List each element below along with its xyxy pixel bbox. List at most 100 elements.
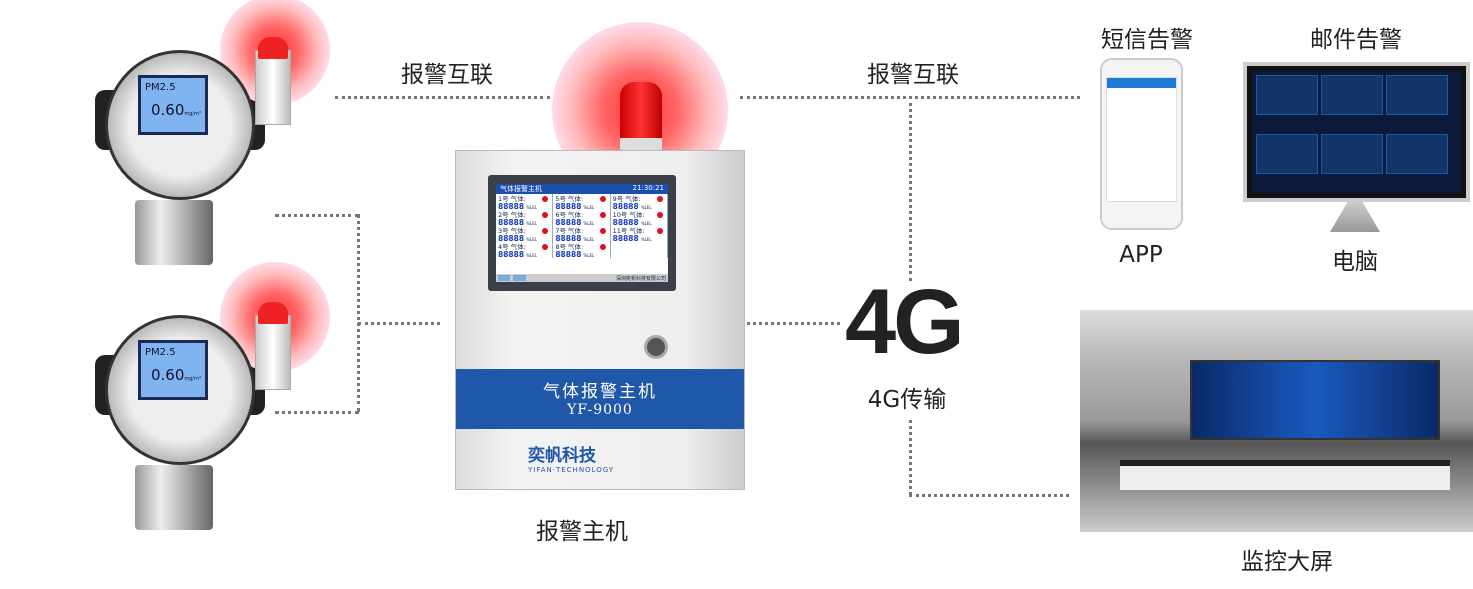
alarm-beacon-icon xyxy=(255,302,291,390)
channel-label: 7号 气体: xyxy=(555,227,584,235)
channel-unit: %LEL xyxy=(526,237,537,242)
channel-value: 88888 xyxy=(555,234,582,243)
channel-value: 88888 xyxy=(498,234,525,243)
alarm-indicator-icon xyxy=(542,228,549,234)
channel-unit: %LEL xyxy=(583,253,595,258)
screen-time: 21:30:21 xyxy=(632,184,664,192)
channel-item: 3号 气体:88888 %LEL xyxy=(498,227,550,243)
connector-line xyxy=(358,322,440,325)
alarm-indicator-icon xyxy=(599,196,606,202)
channel-item: 2号 气体:88888 %LEL xyxy=(498,211,550,227)
reading-unit: mg/m³ xyxy=(184,111,201,117)
channel-item: 7号 气体:88888 %LEL xyxy=(555,227,607,243)
gas-detector-2: PM2.5 0.60mg/m³ xyxy=(95,275,295,535)
host-alarm-beacon-icon xyxy=(620,82,662,150)
channel-item: 9号 气体:88888 %LEL xyxy=(613,195,665,211)
channel-item: 1号 气体:88888 %LEL xyxy=(498,195,550,211)
alarm-indicator-icon xyxy=(542,244,549,250)
channel-label: 10号 气体: xyxy=(612,211,645,219)
channel-item: 4号 气体:88888 %LEL xyxy=(498,243,550,259)
channel-item: 5号 气体:88888 %LEL xyxy=(555,195,607,211)
screen-button[interactable] xyxy=(498,275,511,281)
channel-unit: %LEL xyxy=(526,221,537,226)
link-label-right: 报警互联 xyxy=(867,62,959,88)
big-screen-label: 监控大屏 xyxy=(1241,549,1333,575)
app-label: APP xyxy=(1119,242,1163,268)
channel-label: 6号 气体: xyxy=(555,211,584,219)
connector-line xyxy=(275,411,359,414)
channel-label: 11号 气体: xyxy=(612,227,645,235)
alarm-indicator-icon xyxy=(599,244,606,250)
channel-item: 8号 气体:88888 %LEL xyxy=(555,243,607,259)
alarm-indicator-icon xyxy=(599,212,606,218)
channel-label: 3号 气体: xyxy=(498,227,526,235)
channel-label: 4号 气体: xyxy=(498,243,526,251)
monitoring-room-photo xyxy=(1080,310,1473,532)
alarm-beacon-icon xyxy=(255,37,291,125)
channel-value: 88888 xyxy=(555,218,582,227)
channel-value: 88888 xyxy=(612,218,639,227)
channel-unit: %LEL xyxy=(583,221,595,226)
screen-button[interactable] xyxy=(513,275,526,281)
screen-footer-company: 深圳奕帆科技有限公司 xyxy=(615,275,666,282)
channel-item: 10号 气体:88888 %LEL xyxy=(613,211,665,227)
channel-label: 1号 气体: xyxy=(498,195,526,203)
4g-transmission-label: 4G传输 xyxy=(867,387,947,413)
computer-monitor xyxy=(1243,62,1470,202)
channel-item: 6号 气体:88888 %LEL xyxy=(555,211,607,227)
channel-unit: %LEL xyxy=(526,253,537,258)
alarm-indicator-icon xyxy=(656,212,663,218)
detector-display: PM2.5 0.60mg/m³ xyxy=(138,340,208,400)
reading-name: PM2.5 xyxy=(145,82,176,93)
alarm-indicator-icon xyxy=(599,228,606,234)
channel-label: 8号 气体: xyxy=(555,243,584,251)
channel-unit: %LEL xyxy=(583,237,595,242)
connector-line xyxy=(710,322,840,325)
channel-item: 11号 气体:88888 %LEL xyxy=(613,227,665,243)
brand-name-en: YIFAN·TECHNOLOGY xyxy=(528,466,615,474)
sms-alert-label: 短信告警 xyxy=(1101,27,1193,53)
channel-unit: %LEL xyxy=(526,205,537,210)
panel-name: 气体报警主机 xyxy=(543,382,657,402)
connector-line xyxy=(275,214,359,217)
channel-value: 88888 xyxy=(555,202,582,211)
reading-name: PM2.5 xyxy=(145,347,176,358)
channel-unit: %LEL xyxy=(640,205,652,210)
connector-line xyxy=(335,96,550,99)
email-alert-label: 邮件告警 xyxy=(1310,27,1402,53)
4g-title: 4G xyxy=(845,271,965,373)
connector-line xyxy=(909,494,1069,497)
host-label: 报警主机 xyxy=(536,519,628,545)
link-label-left: 报警互联 xyxy=(401,62,493,88)
detector-display: PM2.5 0.60mg/m³ xyxy=(138,75,208,135)
brand-name: 奕帆科技 xyxy=(528,446,596,466)
channel-label: 9号 气体: xyxy=(612,195,641,203)
connector-line xyxy=(909,420,912,495)
panel-button[interactable] xyxy=(644,335,668,359)
panel-name-band: 气体报警主机 YF-9000 xyxy=(456,369,744,429)
reading-unit: mg/m³ xyxy=(184,376,201,382)
channel-unit: %LEL xyxy=(640,237,652,242)
pc-label: 电脑 xyxy=(1332,249,1378,275)
channel-unit: %LEL xyxy=(640,221,652,226)
monitor-stand xyxy=(1330,202,1380,232)
channel-value: 88888 xyxy=(498,202,525,211)
connector-line xyxy=(357,214,360,412)
channel-label: 5号 气体: xyxy=(555,195,584,203)
channel-label: 2号 气体: xyxy=(498,211,526,219)
channel-value: 88888 xyxy=(555,250,582,259)
channel-unit: %LEL xyxy=(583,205,595,210)
panel-model: YF-9000 xyxy=(567,402,633,418)
channel-value: 88888 xyxy=(498,218,525,227)
connector-line xyxy=(909,96,912,281)
alarm-indicator-icon xyxy=(656,196,663,202)
channel-value: 88888 xyxy=(612,234,639,243)
channel-value: 88888 xyxy=(612,202,639,211)
alarm-indicator-icon xyxy=(656,228,663,234)
alarm-indicator-icon xyxy=(542,212,549,218)
